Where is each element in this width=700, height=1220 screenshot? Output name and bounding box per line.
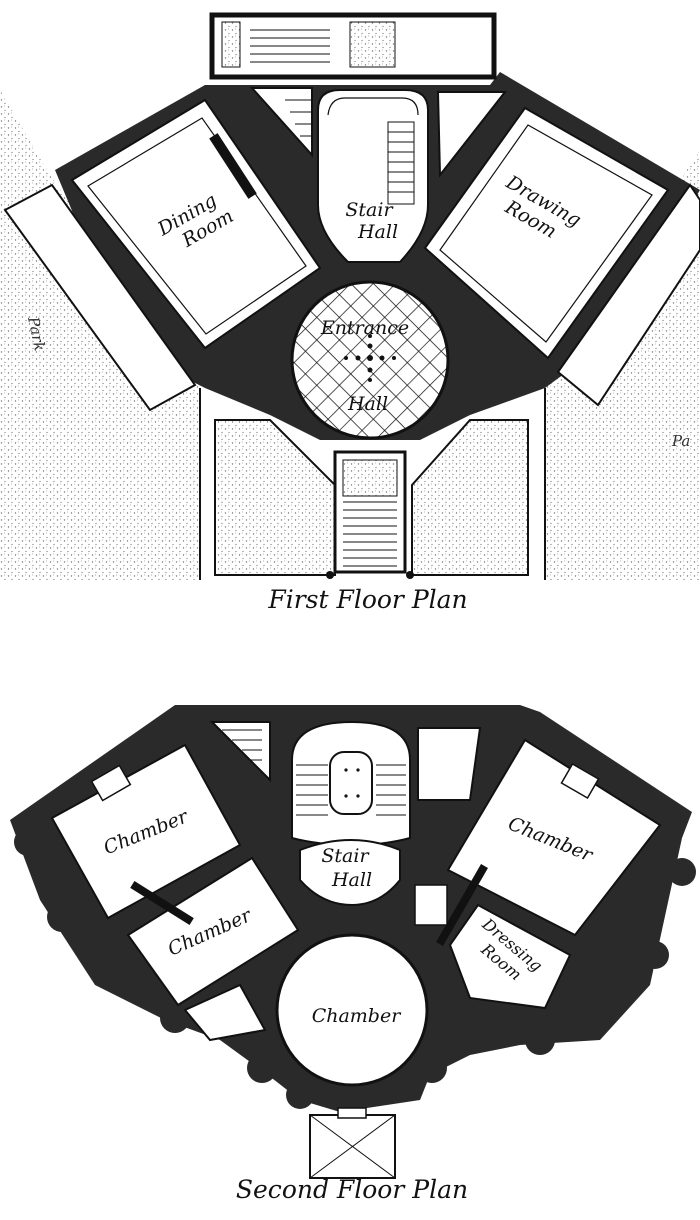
dining-room: [70, 98, 322, 350]
first-floor-caption: First Floor Plan: [267, 585, 467, 614]
left-wing: [3, 183, 197, 412]
park-label-right: Pa: [671, 432, 690, 450]
dressing-room: [448, 903, 572, 1010]
service-stair: [250, 29, 330, 63]
chamber-right: [446, 738, 662, 937]
stair-hall-second-label: Stair Hall: [321, 845, 374, 891]
entrance-steps: [326, 450, 414, 579]
chamber-lower-left: [126, 856, 300, 1007]
chamber-round: [275, 933, 429, 1087]
chamber-upper-left: [50, 743, 242, 920]
stair-landing: [299, 839, 401, 907]
main-stair-second: [296, 764, 406, 816]
entrance-hall-label: Entrance Hall: [320, 317, 415, 415]
first-floor-plan: Dining Room Stair Hall Drawing Room Entr…: [0, 12, 700, 614]
chamber-round-label: Chamber: [312, 1005, 403, 1027]
floor-medallion: [344, 334, 396, 382]
second-floor-caption: Second Floor Plan: [236, 1175, 468, 1204]
right-wing: [556, 183, 700, 407]
terrace-right: [411, 419, 529, 576]
second-floor-plan: Chamber Chamber Stair Hall Chamber Dress…: [10, 705, 696, 1204]
terrace-left: [214, 419, 336, 576]
stair-hall-label: Stair Hall: [345, 199, 398, 243]
bay-windows: [14, 828, 696, 1109]
main-stair-first: [387, 121, 415, 205]
drawing-room: [423, 106, 670, 360]
